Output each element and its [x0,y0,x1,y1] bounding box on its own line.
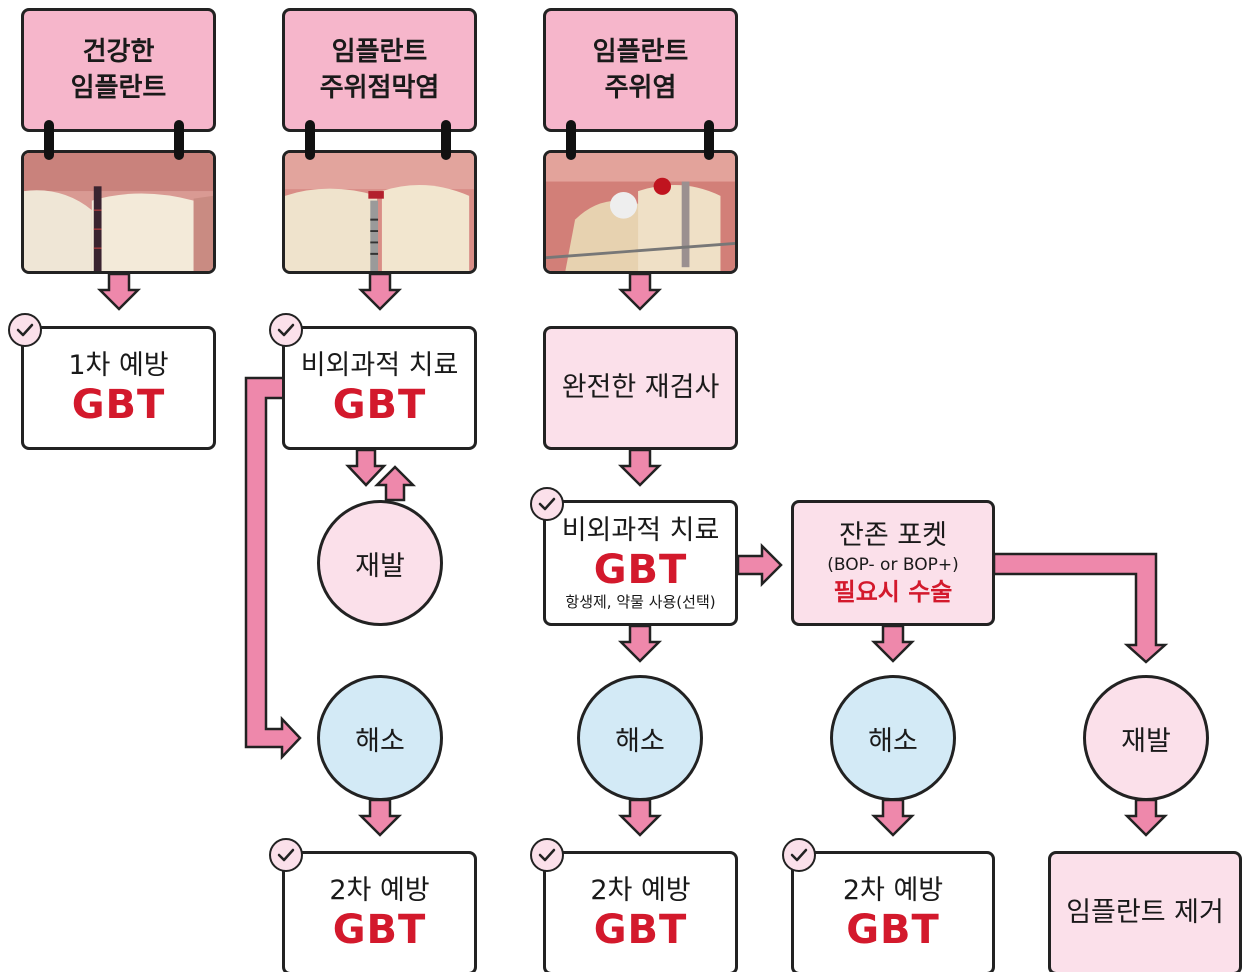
check-circle-icon [530,487,564,521]
binder-tab [44,120,54,160]
recurrence-circle: 재발 [1083,675,1209,801]
reexam-label: 완전한 재검사 [562,371,720,405]
secondary-prevention-box: 2차 예방 GBT [543,851,738,972]
binder-tab [305,120,315,160]
arrow-down [348,450,384,485]
header-healthy-implant: 건강한 임플란트 [21,8,216,132]
arrow-elbow [994,554,1165,662]
resolved-circle: 해소 [830,675,956,801]
gbt-label: GBT [333,908,427,952]
photo-mucositis [282,150,477,274]
photo-peri-implantitis [543,150,738,274]
check-circle-icon [782,838,816,872]
arrow-down [361,274,399,309]
prevention-label: 2차 예방 [843,874,943,908]
resolved-circle: 해소 [317,675,443,801]
arrow-down [100,274,138,309]
pocket-label: 잔존 포켓 [839,519,947,553]
arrow-right [738,546,781,584]
arrow-down [874,800,912,835]
resolved-label: 해소 [868,719,918,758]
pocket-note: (BOP- or BOP+) [827,553,958,577]
secondary-prevention-box: 2차 예방 GBT [791,851,995,972]
primary-prevention-box: 1차 예방 GBT [21,326,216,450]
resolved-label: 해소 [615,719,665,758]
check-circle-icon [269,838,303,872]
removal-label: 임플란트 제거 [1066,896,1224,930]
gbt-label: GBT [594,548,688,592]
non-surgical-treatment-box: 비외과적 치료 GBT [282,326,477,450]
resolved-label: 해소 [355,719,405,758]
check-circle-icon [530,838,564,872]
arrow-down [1127,800,1165,835]
treatment-label: 비외과적 치료 [301,349,459,383]
arrow-down [621,800,659,835]
arrow-up [377,467,413,500]
gbt-label: GBT [333,383,427,427]
recurrence-label: 재발 [1121,719,1171,758]
header-line: 임플란트 [593,34,689,70]
arrow-down [361,800,399,835]
arrow-down [621,626,659,661]
header-line: 주위점막염 [320,70,440,106]
recurrence-circle: 재발 [317,500,443,626]
full-reexam-box: 완전한 재검사 [543,326,738,450]
arrow-down [874,626,912,661]
check-circle-icon [269,313,303,347]
header-peri-implantitis: 임플란트 주위염 [543,8,738,132]
prevention-label: 1차 예방 [68,349,168,383]
binder-tab [174,120,184,160]
implant-removal-box: 임플란트 제거 [1048,851,1242,972]
header-line: 임플란트 [332,34,428,70]
non-surgical-treatment-box: 비외과적 치료 GBT 항생제, 약물 사용(선택) [543,500,738,626]
surgery-label: 필요시 수술 [834,577,953,607]
treatment-label: 비외과적 치료 [562,514,720,548]
recurrence-label: 재발 [355,544,405,583]
gbt-label: GBT [594,908,688,952]
header-line: 임플란트 [71,70,167,106]
header-line: 주위염 [605,70,677,106]
check-circle-icon [8,313,42,347]
arrow-down [621,450,659,485]
binder-tab [441,120,451,160]
resolved-circle: 해소 [577,675,703,801]
secondary-prevention-box: 2차 예방 GBT [282,851,477,972]
prevention-label: 2차 예방 [329,874,429,908]
prevention-label: 2차 예방 [590,874,690,908]
arrow-down [621,274,659,309]
treatment-note: 항생제, 약물 사용(선택) [565,592,715,612]
binder-tab [566,120,576,160]
header-mucositis: 임플란트 주위점막염 [282,8,477,132]
header-line: 건강한 [83,34,155,70]
binder-tab [704,120,714,160]
gbt-label: GBT [72,383,166,427]
residual-pocket-box: 잔존 포켓 (BOP- or BOP+) 필요시 수술 [791,500,995,626]
photo-healthy-implant [21,150,216,274]
gbt-label: GBT [846,908,940,952]
